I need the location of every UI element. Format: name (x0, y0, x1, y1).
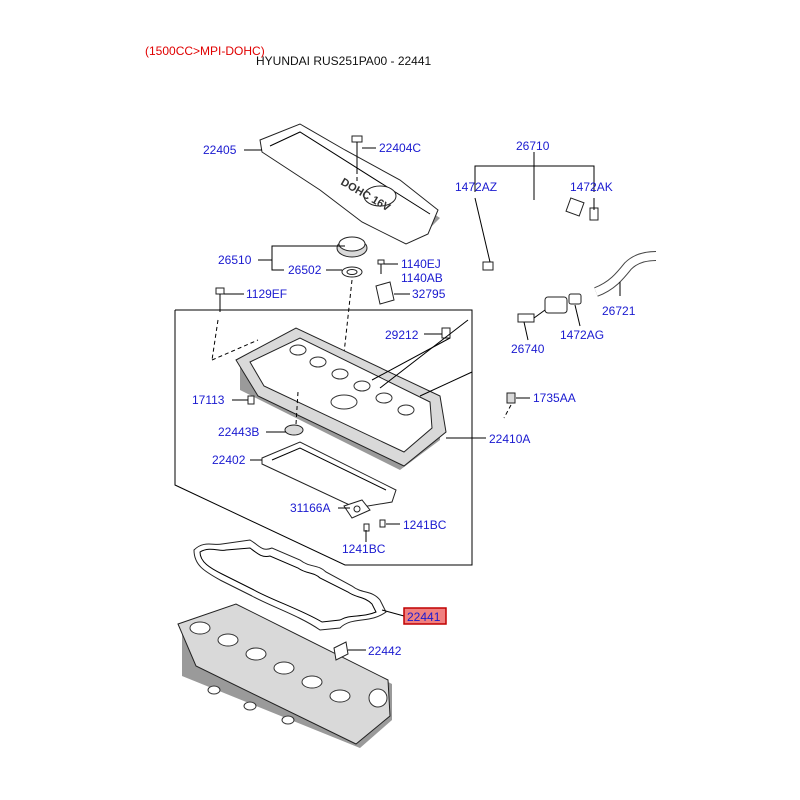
part-label-22404C[interactable]: 22404C (379, 141, 421, 155)
baffle-plate-22402-drawing (261, 441, 397, 509)
part-label-26502[interactable]: 26502 (288, 263, 322, 277)
part-label-1140EJ[interactable]: 1140EJ (401, 257, 441, 271)
part-1735AA-drawing (503, 392, 516, 419)
cylinder-head-drawing (177, 603, 392, 748)
pcv-valve-drawing (517, 293, 582, 323)
part-label-1472AK[interactable]: 1472AK (570, 180, 613, 194)
assembly-box (174, 309, 473, 566)
part-label-22442[interactable]: 22442 (368, 644, 402, 658)
part-label-1241BC-right[interactable]: 1241BC (403, 518, 447, 532)
part-label-17113[interactable]: 17113 (192, 393, 225, 407)
gasket-22441-drawing (193, 539, 387, 631)
part-label-22441[interactable]: 22441 (407, 610, 441, 624)
part-17113-drawing (247, 395, 255, 405)
part-label-22405[interactable]: 22405 (203, 143, 237, 157)
part-label-1472AG[interactable]: 1472AG (560, 328, 604, 342)
seal-22443B-drawing (284, 391, 304, 436)
leader-lines (224, 147, 621, 651)
engine-cover-drawing: DOHC 16V (259, 123, 440, 245)
part-label-22443B[interactable]: 22443B (218, 425, 259, 439)
part-label-1472AZ[interactable]: 1472AZ (455, 180, 497, 194)
part-label-1140AB[interactable]: 1140AB (401, 271, 443, 285)
part-label-26510[interactable]: 26510 (218, 253, 252, 267)
part-label-22410A[interactable]: 22410A (489, 432, 530, 446)
part-label-1735AA[interactable]: 1735AA (533, 391, 576, 405)
part-label-1129EF[interactable]: 1129EF (246, 287, 287, 301)
part-label-26721[interactable]: 26721 (602, 304, 636, 318)
grommet-29212-drawing (441, 327, 451, 339)
part-label-26740[interactable]: 26740 (511, 342, 545, 356)
rocker-cover-drawing (235, 319, 473, 470)
part-label-26710[interactable]: 26710 (516, 139, 550, 153)
part-label-31166A[interactable]: 31166A (290, 501, 330, 515)
highlight-22441-box[interactable] (403, 607, 447, 625)
breather-hose-26710-drawing (482, 197, 599, 271)
diagram-title: HYUNDAI RUS251PA00 - 22441 (256, 54, 432, 68)
bolt-22404C-drawing (351, 135, 363, 182)
part-labels: 22405 22404C 26710 1472AZ 1472AK 26510 2… (192, 139, 636, 658)
bolt-1129EF-drawing (211, 287, 259, 361)
part-label-29212[interactable]: 29212 (385, 328, 419, 342)
part-label-32795[interactable]: 32795 (412, 287, 446, 301)
model-variant-label: (1500CC>MPI-DOHC) (145, 44, 265, 58)
bracket-drawing (375, 259, 395, 305)
part-label-22402[interactable]: 22402 (212, 453, 246, 467)
part-label-1241BC-bottom[interactable]: 1241BC (342, 542, 386, 556)
hose-26721-drawing (594, 251, 657, 297)
